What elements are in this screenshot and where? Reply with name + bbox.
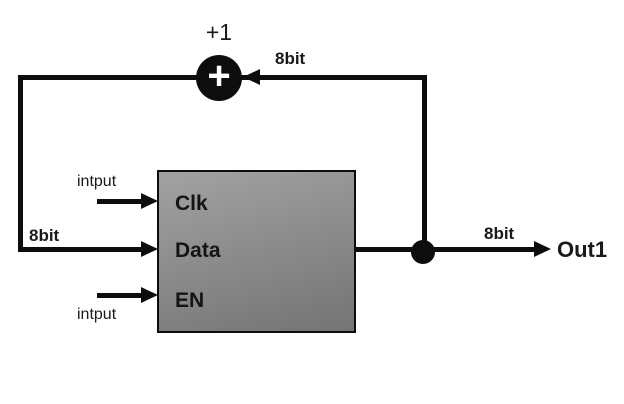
register-port-data: Data (175, 239, 221, 262)
plus-icon: + (207, 54, 231, 98)
output-bus-label: 8bit (484, 224, 515, 243)
en-input-arrowhead-icon (141, 287, 158, 303)
register-block: Clk Data EN (157, 170, 356, 333)
register-port-clk: Clk (175, 192, 208, 215)
feedback-top-bus-label: 8bit (275, 49, 306, 68)
feedback-wire-right (422, 75, 427, 252)
output-wire (354, 247, 535, 252)
junction-dot (411, 240, 435, 264)
clk-input-wire (97, 199, 143, 204)
adder-circle: + (196, 55, 242, 101)
clk-input-label: intput (77, 173, 117, 190)
data-input-wire (18, 247, 143, 252)
output-arrowhead-icon (534, 241, 551, 257)
adder-input-arrowhead-icon (243, 69, 260, 85)
en-input-wire (97, 293, 143, 298)
data-input-arrowhead-icon (141, 241, 158, 257)
register-port-en: EN (175, 289, 205, 312)
adder-increment-label: +1 (205, 19, 233, 45)
en-input-label: intput (77, 306, 117, 323)
feedback-wire-left (18, 75, 23, 252)
output-label: Out1 (557, 237, 608, 262)
feedback-left-bus-label: 8bit (29, 226, 60, 245)
clk-input-arrowhead-icon (141, 193, 158, 209)
